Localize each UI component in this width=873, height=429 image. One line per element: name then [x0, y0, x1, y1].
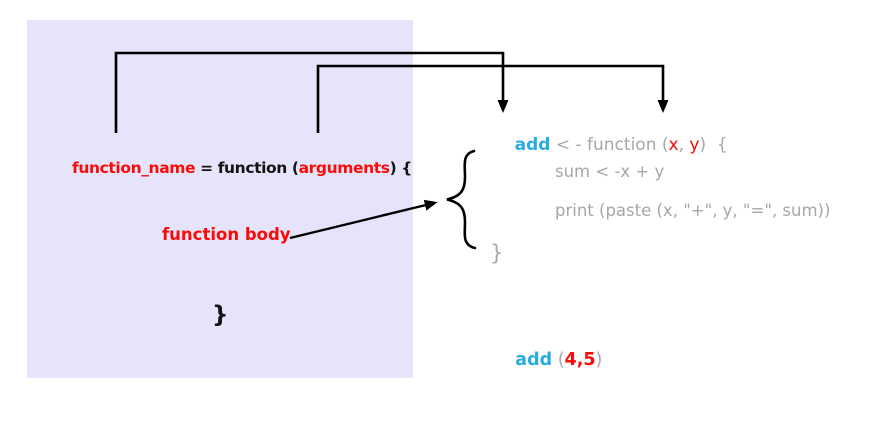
code-body-line-2: print (paste (x, "+", y, "=", sum)): [555, 201, 831, 220]
body-brace: [446, 149, 477, 250]
call-close-paren: ): [595, 349, 603, 370]
syntax-equals-function: = function (: [195, 158, 299, 177]
syntax-arguments: arguments: [298, 158, 390, 177]
code-fn-name: add: [514, 135, 551, 155]
code-closing-brace: }: [490, 241, 504, 265]
syntax-function-name: function_name: [72, 158, 196, 177]
call-open-paren: (: [552, 349, 565, 370]
call-fn-name: add: [515, 349, 553, 370]
function-body-label: function body: [162, 225, 291, 244]
code-header-line: add < - function (x, y) {: [493, 120, 728, 171]
code-call-line: add (4,5): [493, 334, 602, 387]
code-arg-y: y: [689, 135, 700, 155]
code-arg-x: x: [668, 135, 679, 155]
syntax-declaration: function_name = function (arguments) {: [52, 145, 412, 192]
syntax-declaration-close: ) {: [389, 158, 413, 177]
code-arg-comma: ,: [678, 135, 690, 155]
call-args: 4,5: [564, 349, 596, 370]
code-header-close: ) {: [699, 135, 728, 155]
code-assign: < - function (: [550, 135, 669, 155]
code-body-line-1: sum < -x + y: [555, 162, 665, 181]
syntax-closing-brace: }: [212, 302, 229, 328]
